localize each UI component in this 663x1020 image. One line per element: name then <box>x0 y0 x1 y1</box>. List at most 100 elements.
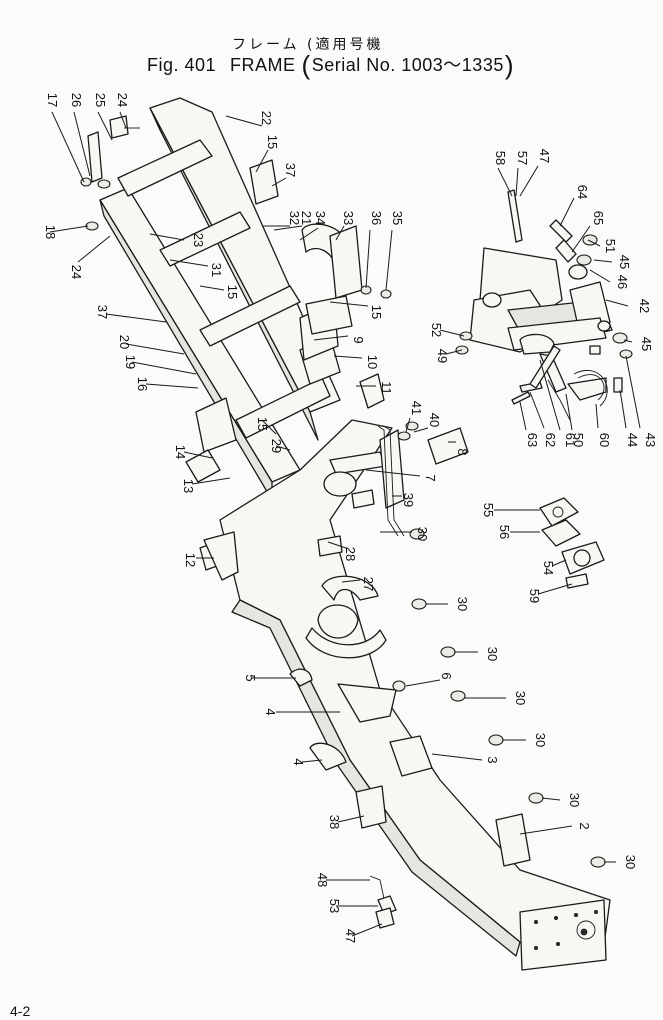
callout-15: 15 <box>265 135 280 149</box>
callout-42: 42 <box>637 299 652 313</box>
leader-line <box>191 477 231 485</box>
page-number: 4-2 <box>10 1003 31 1019</box>
leader-line <box>131 361 197 375</box>
callout-29: 29 <box>269 439 284 453</box>
callout-20: 20 <box>117 335 132 349</box>
leader-line <box>593 259 613 263</box>
callout-64: 64 <box>575 185 590 199</box>
callout-21: 21 <box>299 211 314 225</box>
leader-line <box>587 239 601 247</box>
leader-line <box>431 753 483 761</box>
callout-24: 24 <box>115 93 130 107</box>
callout-31: 31 <box>209 263 224 277</box>
callout-5: 5 <box>243 674 258 681</box>
leader-line <box>77 235 111 263</box>
leader-line <box>405 679 441 687</box>
callout-45: 45 <box>639 337 654 351</box>
leader-line <box>73 111 91 177</box>
callout-54: 54 <box>541 561 556 575</box>
leader-line <box>199 285 225 291</box>
leader-line <box>299 227 319 241</box>
small-parts <box>80 115 633 929</box>
callout-38: 38 <box>327 815 342 829</box>
figure-number: Fig. 401 <box>147 55 217 75</box>
title-japanese-name: フレーム <box>232 37 300 53</box>
callout-58: 58 <box>493 151 508 165</box>
callout-18: 18 <box>43 225 58 239</box>
callout-36: 36 <box>369 211 384 225</box>
callout-41: 41 <box>409 401 424 415</box>
leader-line <box>337 815 365 823</box>
leader-line <box>529 391 545 429</box>
leader-line <box>105 313 167 323</box>
callout-13: 13 <box>181 479 196 493</box>
leader-line <box>605 299 629 307</box>
callout-23: 23 <box>191 233 206 247</box>
callout-9: 9 <box>351 336 366 343</box>
callout-15: 15 <box>369 305 384 319</box>
callout-12: 12 <box>183 553 198 567</box>
callout-45: 45 <box>617 255 632 269</box>
leader-line <box>589 269 611 283</box>
callout-11: 11 <box>379 381 394 395</box>
leader-line <box>149 233 185 241</box>
leader-line <box>327 541 347 549</box>
leader-lines <box>49 111 641 937</box>
callout-47: 47 <box>343 929 358 943</box>
leader-line <box>537 583 573 595</box>
leader-line <box>365 469 421 477</box>
leader-line <box>119 111 127 129</box>
figure-title: Fig. 401FRAMESerial No. 1003～1335 <box>147 50 514 81</box>
leader-line <box>51 111 85 183</box>
callout-40: 40 <box>427 413 442 427</box>
callout-28: 28 <box>343 547 358 561</box>
leader-line <box>329 301 369 307</box>
callout-48: 48 <box>315 873 330 887</box>
callout-6: 6 <box>439 672 454 679</box>
leader-line <box>519 401 527 431</box>
callout-4: 4 <box>263 708 278 715</box>
callout-55: 55 <box>481 503 496 517</box>
leader-line <box>413 427 429 433</box>
leader-line <box>539 359 561 431</box>
leader-line <box>515 167 519 197</box>
callout-3: 3 <box>485 756 500 763</box>
leader-line <box>125 343 185 355</box>
callout-47: 47 <box>537 149 552 163</box>
leader-line <box>385 229 393 291</box>
leader-line <box>49 225 89 233</box>
leader-line <box>145 383 199 389</box>
callout-24: 24 <box>69 265 84 279</box>
callout-30: 30 <box>485 647 500 661</box>
callout-34: 34 <box>313 211 328 225</box>
figure-name: FRAME <box>230 55 296 75</box>
leader-line <box>623 339 633 343</box>
callout-53: 53 <box>327 899 342 913</box>
callout-63: 63 <box>525 433 540 447</box>
callout-33: 33 <box>341 211 356 225</box>
leader-line <box>301 759 323 763</box>
callout-30: 30 <box>415 527 430 541</box>
leader-line <box>519 165 539 197</box>
callout-14: 14 <box>173 445 188 459</box>
leader-line <box>405 417 411 433</box>
leader-line <box>619 389 627 429</box>
leader-line <box>225 115 263 127</box>
callout-61: 61 <box>563 433 578 447</box>
leader-line <box>365 229 371 289</box>
callout-27: 27 <box>361 577 376 591</box>
callout-10: 10 <box>365 355 380 369</box>
leader-line <box>183 451 213 459</box>
leader-line <box>565 393 573 431</box>
callout-16: 16 <box>135 377 150 391</box>
callout-51: 51 <box>603 239 618 253</box>
leader-line <box>273 225 303 231</box>
callout-30: 30 <box>513 691 528 705</box>
callout-46: 46 <box>615 275 630 289</box>
leader-line <box>541 797 561 801</box>
callout-56: 56 <box>497 525 512 539</box>
leader-line <box>571 225 591 253</box>
callout-17: 17 <box>45 93 60 107</box>
leader-line <box>255 149 269 173</box>
